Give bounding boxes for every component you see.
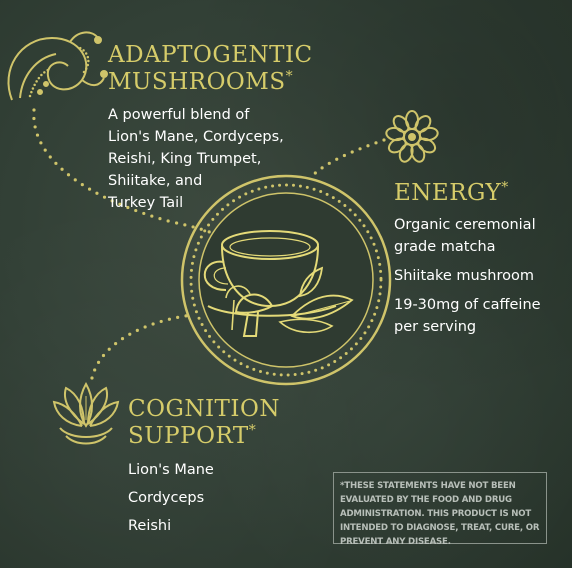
energy-item: 19-30mg of caffeine [394,297,541,313]
adaptogenic-line: Reishi, King Trumpet, [108,151,262,167]
adaptogenic-line: Lion's Mane, Cordyceps, [108,129,284,145]
cognition-title-line1: COGNITION [128,396,280,422]
fda-disclaimer-text: *These statements have not been evaluate… [340,481,540,547]
energy-asterisk: * [501,179,509,196]
dotted-connector-top-right [308,138,386,180]
energy-heading: ENERGY* [394,180,509,207]
lotus-flower-icon [52,381,120,445]
adaptogenic-asterisk: * [285,68,294,85]
cognition-item: Reishi [128,518,172,534]
swirl-flourish-icon [7,31,108,101]
dotted-connector-top-left [32,108,224,240]
adaptogenic-line: A powerful blend of [108,107,250,123]
energy-item: per serving [394,319,477,335]
energy-title: ENERGY [394,180,502,206]
adaptogenic-title-line2: MUSHROOMS [108,69,286,95]
adaptogenic-heading: ADAPTOGENTIC MUSHROOMS* [108,42,313,96]
adaptogenic-title-line1: ADAPTOGENTIC [108,42,313,68]
cognition-list: Lion's Mane Cordyceps Reishi [128,456,214,540]
cognition-item: Lion's Mane [128,462,214,478]
cognition-asterisk: * [248,422,257,439]
tea-cup-mushroom-illustration [180,174,392,386]
energy-item: grade matcha [394,239,496,255]
daisy-flower-icon [385,110,439,163]
dotted-connector-bottom-left [90,313,194,380]
energy-list: Organic ceremonial grade matcha Shiitake… [394,214,541,338]
cognition-item: Cordyceps [128,490,205,506]
adaptogenic-line: Shiitake, and [108,173,203,189]
energy-item: Organic ceremonial [394,217,536,233]
fda-disclaimer-box: *These statements have not been evaluate… [333,472,547,547]
cognition-heading: COGNITION SUPPORT* [128,396,280,450]
adaptogenic-line: Turkey Tail [108,195,184,211]
energy-item: Shiitake mushroom [394,268,535,284]
adaptogenic-description: A powerful blend of Lion's Mane, Cordyce… [108,104,284,214]
cognition-title-line2: SUPPORT [128,423,249,449]
